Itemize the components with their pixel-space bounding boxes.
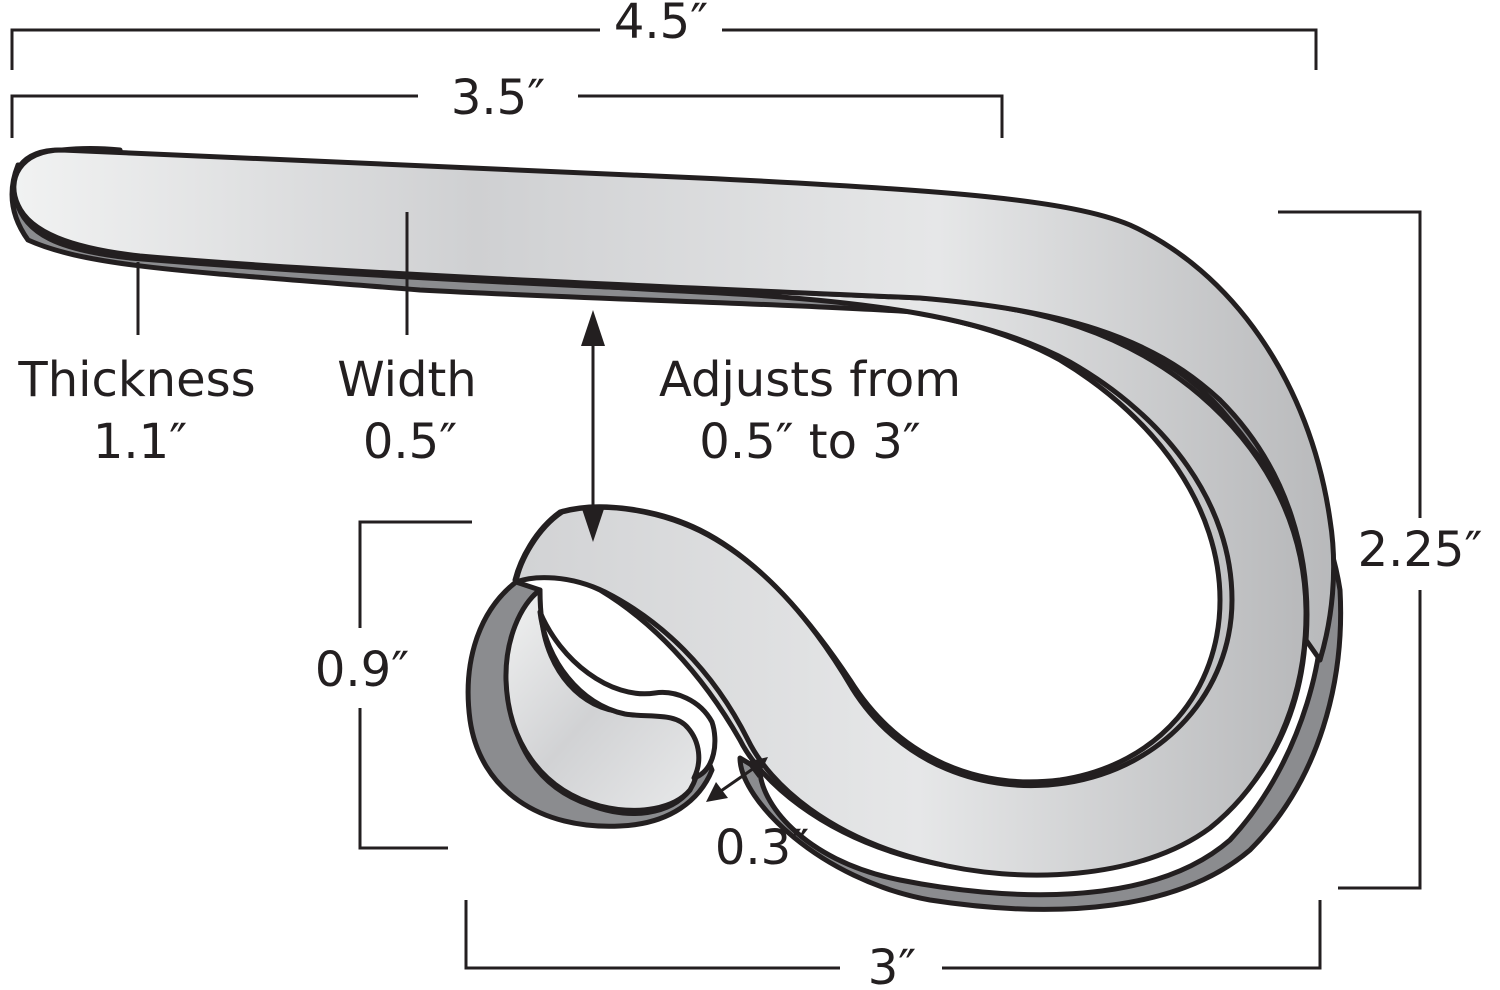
base-length-label: 3″ [868,940,916,990]
adjust-arrow [581,310,605,542]
top-length-label: 3.5″ [451,70,545,126]
adjust-line1: Adjusts from [659,352,961,408]
dim-top-length [10,94,1004,138]
height-label: 2.25″ [1358,522,1483,578]
adjust-line2: 0.5″ to 3″ [699,414,920,470]
dim-loop-height [358,520,472,850]
clip-arm-top [11,147,1337,663]
dim-height [1278,210,1422,890]
clip-loop-hole [537,609,718,781]
gap-arrow [706,757,768,802]
thickness-value: 1.1″ [93,414,187,470]
width-value: 0.5″ [363,414,457,470]
overall-length-label: 4.5″ [614,0,708,50]
width-label: Width [337,352,476,408]
dim-base-length [464,900,1322,970]
thickness-label: Thickness [17,352,255,408]
dim-overall-length [10,28,1318,70]
gap-label: 0.3″ [715,820,809,876]
loop-height-label: 0.9″ [315,642,409,698]
